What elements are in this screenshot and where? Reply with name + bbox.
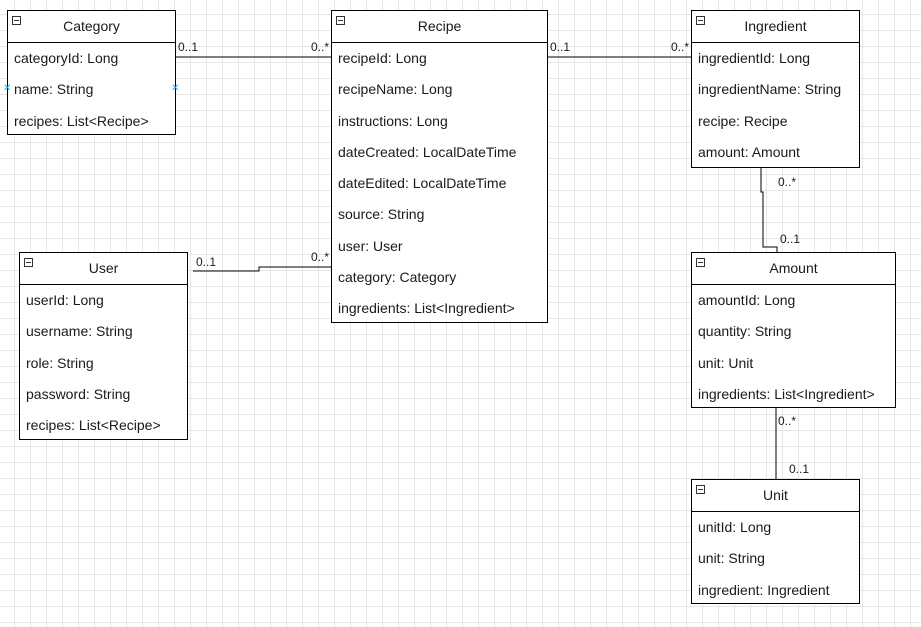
collapse-icon[interactable] bbox=[336, 16, 345, 25]
amount-header: Amount bbox=[692, 253, 895, 285]
entity-field[interactable]: ingredient: Ingredient bbox=[698, 581, 830, 598]
entity-field[interactable]: dateCreated: LocalDateTime bbox=[338, 143, 517, 160]
unit-title: Unit bbox=[763, 487, 788, 503]
multiplicity-label: 0..* bbox=[311, 250, 330, 264]
category-entity[interactable]: Category categoryId: Long name: String r… bbox=[7, 10, 176, 135]
entity-field[interactable]: unit: Unit bbox=[698, 354, 754, 371]
entity-field[interactable]: name: String bbox=[14, 81, 94, 98]
collapse-icon[interactable] bbox=[696, 16, 705, 25]
entity-field[interactable]: username: String bbox=[26, 323, 133, 340]
entity-field[interactable]: source: String bbox=[338, 206, 425, 223]
entity-field[interactable]: category: Category bbox=[338, 269, 457, 286]
entity-field[interactable]: userId: Long bbox=[26, 292, 104, 308]
entity-field[interactable]: recipes: List<Recipe> bbox=[14, 112, 149, 129]
entity-field[interactable]: recipeId: Long bbox=[338, 50, 427, 66]
collapse-icon[interactable] bbox=[696, 485, 705, 494]
entity-field[interactable]: instructions: Long bbox=[338, 112, 448, 129]
entity-field[interactable]: categoryId: Long bbox=[14, 50, 119, 66]
amount-title: Amount bbox=[769, 260, 818, 276]
unit-entity[interactable]: Unit unitId: Long unit: String ingredien… bbox=[691, 479, 860, 604]
unit-header: Unit bbox=[692, 480, 859, 512]
entity-field[interactable]: password: String bbox=[26, 385, 131, 402]
resize-handle-icon[interactable]: ✕ bbox=[171, 83, 180, 94]
category-title: Category bbox=[63, 18, 120, 34]
collapse-icon[interactable] bbox=[24, 258, 33, 267]
amount-entity[interactable]: Amount amountId: Long quantity: String u… bbox=[691, 252, 896, 408]
multiplicity-label: 0..1 bbox=[196, 255, 217, 269]
user-header: User bbox=[20, 253, 187, 285]
amount-fields: amountId: Long quantity: String unit: Un… bbox=[692, 285, 895, 410]
entity-field[interactable]: quantity: String bbox=[698, 323, 792, 340]
entity-field[interactable]: recipes: List<Recipe> bbox=[26, 417, 161, 434]
multiplicity-label: 0..* bbox=[778, 414, 797, 428]
connector-user-recipe[interactable] bbox=[193, 266, 331, 272]
entity-field[interactable]: user: User bbox=[338, 237, 403, 254]
collapse-icon[interactable] bbox=[696, 258, 705, 267]
entity-field[interactable]: dateEdited: LocalDateTime bbox=[338, 175, 507, 192]
entity-field[interactable]: amount: Amount bbox=[698, 143, 800, 160]
user-fields: userId: Long username: String role: Stri… bbox=[20, 285, 187, 441]
connector-ingredient-amount[interactable] bbox=[760, 168, 778, 253]
multiplicity-label: 0..1 bbox=[550, 40, 571, 54]
entity-field[interactable]: recipeName: Long bbox=[338, 81, 453, 98]
resize-handle-icon[interactable]: ✕ bbox=[3, 83, 12, 94]
entity-field[interactable]: role: String bbox=[26, 354, 94, 371]
entity-field[interactable]: ingredients: List<Ingredient> bbox=[698, 385, 875, 402]
recipe-header: Recipe bbox=[332, 11, 547, 43]
multiplicity-label: 0..* bbox=[671, 40, 690, 54]
ingredient-header: Ingredient bbox=[692, 11, 859, 43]
entity-field[interactable]: amountId: Long bbox=[698, 292, 796, 308]
unit-fields: unitId: Long unit: String ingredient: In… bbox=[692, 512, 859, 606]
entity-field[interactable]: recipe: Recipe bbox=[698, 112, 788, 129]
multiplicity-label: 0..1 bbox=[789, 462, 810, 476]
ingredient-entity[interactable]: Ingredient ingredientId: Long ingredient… bbox=[691, 10, 860, 168]
category-fields: categoryId: Long name: String recipes: L… bbox=[8, 43, 175, 137]
multiplicity-label: 0..1 bbox=[178, 40, 199, 54]
entity-field[interactable]: ingredientName: String bbox=[698, 81, 842, 98]
multiplicity-label: 0..* bbox=[778, 175, 797, 189]
multiplicity-label: 0..1 bbox=[780, 232, 801, 246]
user-entity[interactable]: User userId: Long username: String role:… bbox=[19, 252, 188, 440]
multiplicity-label: 0..* bbox=[311, 40, 330, 54]
entity-field[interactable]: unit: String bbox=[698, 550, 765, 567]
collapse-icon[interactable] bbox=[12, 16, 21, 25]
user-title: User bbox=[88, 260, 119, 276]
entity-field[interactable]: unitId: Long bbox=[698, 519, 772, 535]
recipe-title: Recipe bbox=[417, 18, 462, 34]
entity-field[interactable]: ingredients: List<Ingredient> bbox=[338, 300, 515, 317]
category-header: Category bbox=[8, 11, 175, 43]
ingredient-title: Ingredient bbox=[744, 18, 807, 34]
entity-field[interactable]: ingredientId: Long bbox=[698, 50, 811, 66]
recipe-entity[interactable]: Recipe recipeId: Long recipeName: Long i… bbox=[331, 10, 548, 323]
ingredient-fields: ingredientId: Long ingredientName: Strin… bbox=[692, 43, 859, 168]
recipe-fields: recipeId: Long recipeName: Long instruct… bbox=[332, 43, 547, 325]
